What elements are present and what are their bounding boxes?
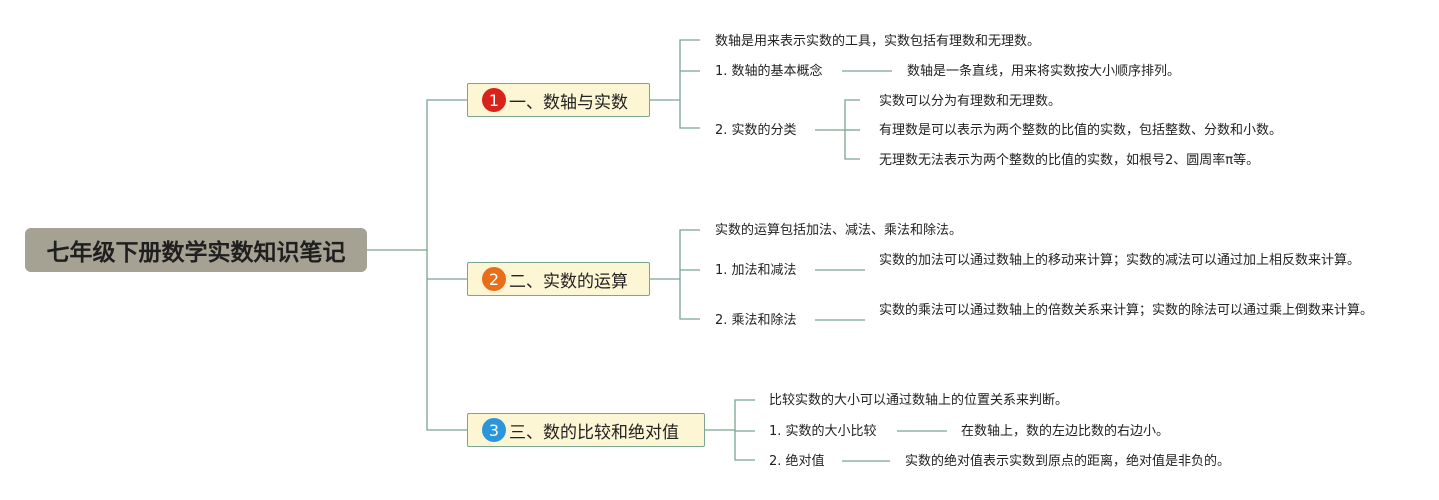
number-badge-2: 2 xyxy=(482,267,506,291)
topic-2-sub-2-detail-1[interactable]: 实数的乘法可以通过数轴上的倍数关系来计算；实数的除法可以通过乘上倒数来计算。 xyxy=(879,303,1374,318)
topic-1-sub-2-detail-2[interactable]: 有理数是可以表示为两个整数的比值的实数，包括整数、分数和小数。 xyxy=(879,123,1283,138)
topic-1-sub-1-detail-1[interactable]: 数轴是一条直线，用来将实数按大小顺序排列。 xyxy=(907,64,1181,79)
topic-3-sub-1[interactable]: 1. 实数的大小比较 xyxy=(769,424,877,439)
topic-3[interactable]: 3 三、数的比较和绝对值 xyxy=(467,413,705,447)
root-topic[interactable]: 七年级下册数学实数知识笔记 xyxy=(25,228,367,272)
topic-2-label: 二、实数的运算 xyxy=(509,271,628,292)
topic-1[interactable]: 1 一、数轴与实数 xyxy=(467,83,650,117)
topic-1-sub-2[interactable]: 2. 实数的分类 xyxy=(715,123,797,138)
topic-2-intro[interactable]: 实数的运算包括加法、减法、乘法和除法。 xyxy=(715,223,963,238)
topic-3-sub-2-detail-1[interactable]: 实数的绝对值表示实数到原点的距离，绝对值是非负的。 xyxy=(905,454,1231,469)
topic-3-label: 三、数的比较和绝对值 xyxy=(509,422,679,443)
topic-1-sub-2-detail-1[interactable]: 实数可以分为有理数和无理数。 xyxy=(879,94,1062,109)
topic-3-intro[interactable]: 比较实数的大小可以通过数轴上的位置关系来判断。 xyxy=(769,393,1069,408)
topic-2-sub-2[interactable]: 2. 乘法和除法 xyxy=(715,313,797,328)
topic-1-sub-2-detail-3[interactable]: 无理数无法表示为两个整数的比值的实数，如根号2、圆周率π等。 xyxy=(879,153,1260,168)
topic-3-sub-1-detail-1[interactable]: 在数轴上，数的左边比数的右边小。 xyxy=(961,424,1170,439)
topic-3-sub-2[interactable]: 2. 绝对值 xyxy=(769,454,825,469)
topic-1-sub-1[interactable]: 1. 数轴的基本概念 xyxy=(715,64,823,79)
number-badge-3: 3 xyxy=(482,418,506,442)
topic-2-sub-1[interactable]: 1. 加法和减法 xyxy=(715,263,797,278)
topic-1-intro[interactable]: 数轴是用来表示实数的工具，实数包括有理数和无理数。 xyxy=(715,34,1041,49)
number-badge-1: 1 xyxy=(482,88,506,112)
topic-2[interactable]: 2 二、实数的运算 xyxy=(467,262,650,296)
topic-2-sub-1-detail-1[interactable]: 实数的加法可以通过数轴上的移动来计算；实数的减法可以通过加上相反数来计算。 xyxy=(879,253,1361,268)
topic-1-label: 一、数轴与实数 xyxy=(509,92,628,113)
